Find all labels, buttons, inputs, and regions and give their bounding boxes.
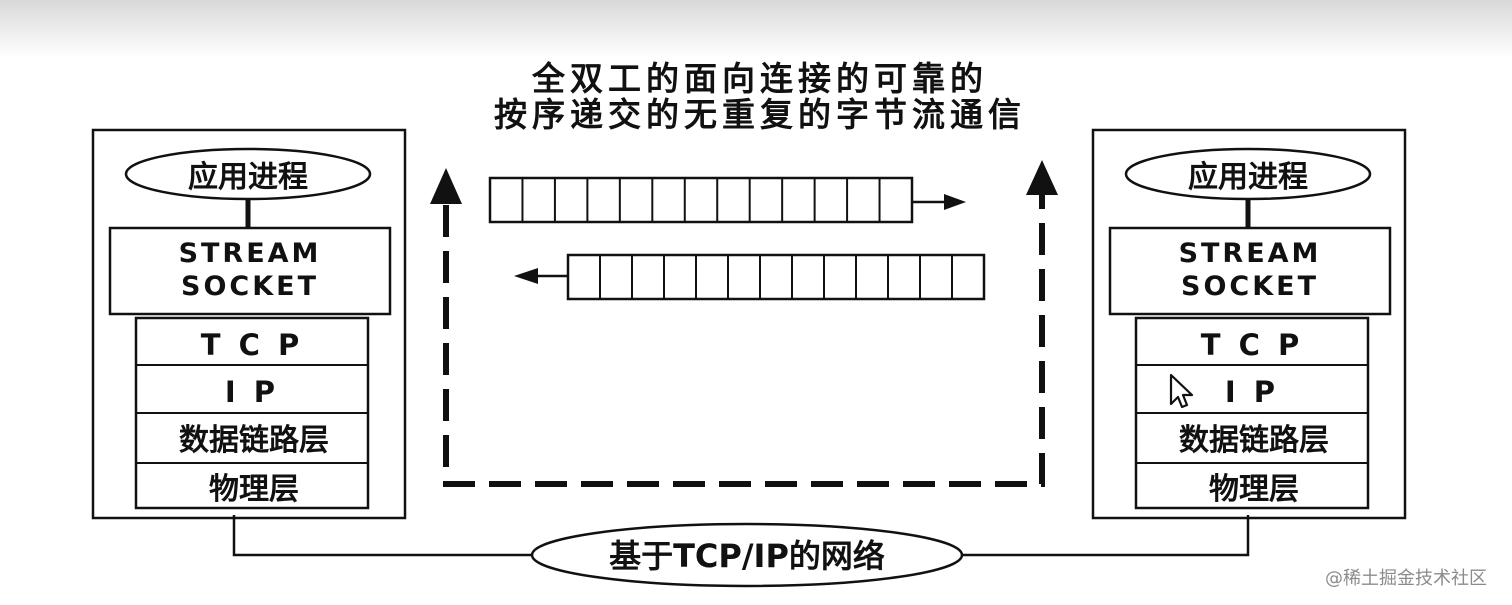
right-socket-line-1: STREAM	[1179, 238, 1322, 269]
network-label: 基于TCP/IP的网络	[609, 537, 885, 575]
right-layer-ip: I P	[1225, 375, 1279, 409]
left-socket-line-2: SOCKET	[181, 271, 319, 302]
mouse-pointer-icon	[1169, 373, 1194, 409]
right-layer-physical: 物理层	[1209, 472, 1299, 507]
left-layer-tcp: T C P	[201, 328, 304, 362]
watermark-text: @稀土掘金技术社区	[1325, 568, 1487, 589]
left-host-frame	[91, 128, 407, 520]
left-layer-ip: I P	[225, 375, 279, 409]
forward-byte-stream	[488, 176, 914, 224]
forward-stream-arrow-icon	[944, 194, 966, 210]
backward-stream-arrow-icon	[514, 268, 538, 284]
left-layer-data-link: 数据链路层	[179, 423, 329, 458]
left-socket-box	[108, 226, 392, 316]
right-layer-tcp: T C P	[1201, 328, 1304, 362]
diagram-title-line-2: 按序递交的无重复的字节流通信	[494, 95, 1026, 134]
diagram-title-line-1: 全双工的面向连接的可靠的	[532, 59, 988, 98]
right-up-arrow-icon	[1026, 160, 1058, 195]
dashed-virtual-path	[443, 195, 1045, 487]
left-network-line	[232, 515, 534, 557]
left-socket-line-1: STREAM	[179, 238, 322, 269]
forward-stream-frame	[488, 176, 914, 224]
right-host: 应用进程 STREAM SOCKET T C P I P 数据链路层 物理层	[1091, 128, 1407, 520]
right-socket-box	[1108, 226, 1392, 316]
left-up-arrow-icon	[430, 168, 462, 204]
right-layer-data-link: 数据链路层	[1179, 423, 1329, 458]
left-process-label: 应用进程	[188, 160, 308, 195]
left-host: 应用进程 STREAM SOCKET T C P I P 数据链路层 物理层	[91, 128, 407, 520]
top-shade	[0, 0, 1512, 58]
backward-stream-frame	[566, 253, 986, 301]
right-network-line	[960, 515, 1250, 557]
virtual-connection	[430, 160, 1058, 487]
network-connection: 基于TCP/IP的网络	[232, 515, 1250, 588]
right-socket-line-2: SOCKET	[1181, 271, 1319, 302]
right-process-label: 应用进程	[1188, 160, 1308, 195]
left-layer-physical: 物理层	[209, 472, 299, 507]
backward-byte-stream	[566, 253, 986, 301]
network-ellipse	[530, 522, 964, 588]
